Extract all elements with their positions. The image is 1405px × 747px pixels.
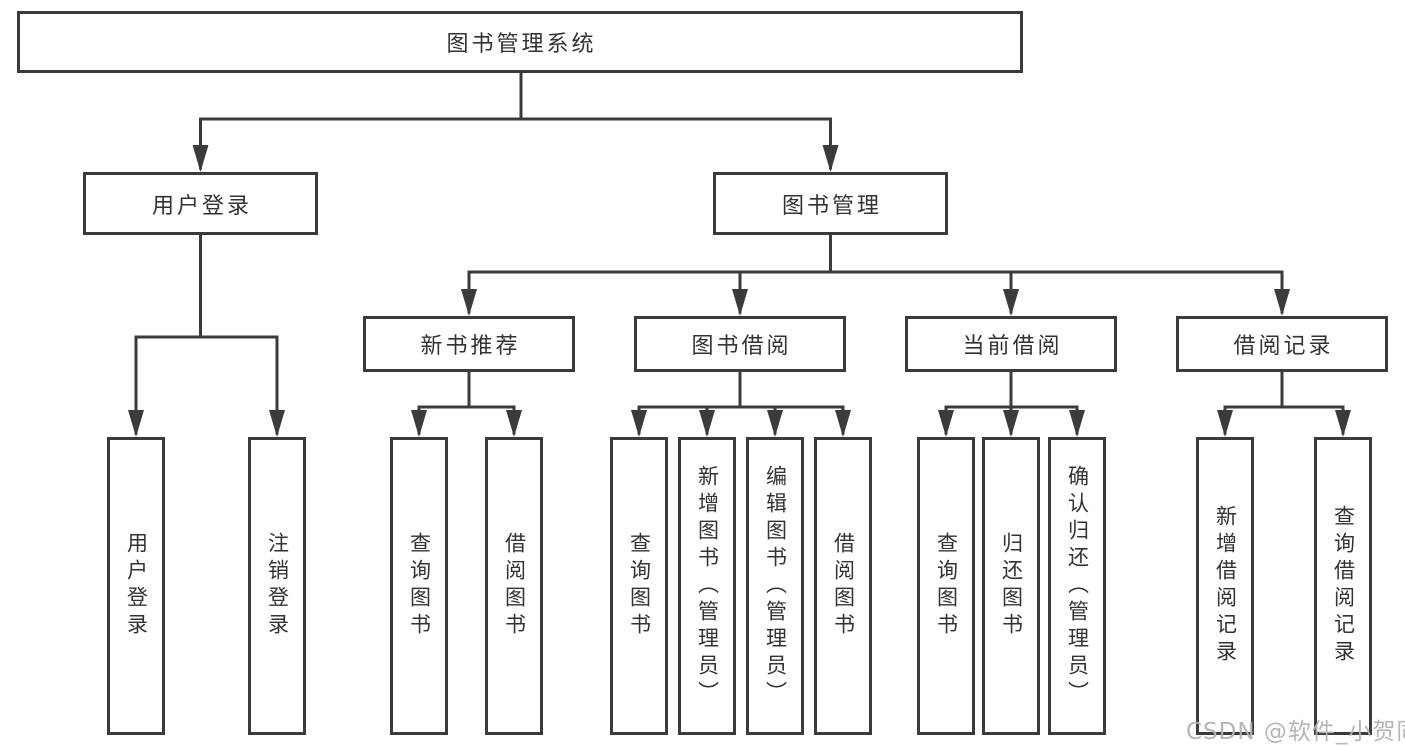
leaf-query-books-1-label: 查询图书 [407,532,432,640]
leaf-borrow-books-1: 借阅图书 [485,437,543,735]
leaf-user-login-label: 用户登录 [124,532,149,640]
node-current-borrowing: 当前借阅 [905,316,1117,372]
leaf-query-books-3: 查询图书 [917,437,975,735]
node-book-management: 图书管理 [713,172,948,235]
node-root-label: 图书管理系统 [446,32,597,57]
node-new-book-recommend-label: 新书推荐 [420,334,521,359]
leaf-borrow-books-2: 借阅图书 [814,437,872,735]
node-user-login-branch-label: 用户登录 [151,193,252,219]
node-new-book-recommend: 新书推荐 [363,316,575,372]
node-book-borrowing-label: 图书借阅 [691,334,792,359]
leaf-query-books-3-label: 查询图书 [934,532,959,640]
leaf-logout: 注销登录 [248,437,306,735]
node-current-borrowing-label: 当前借阅 [962,334,1063,359]
leaf-query-borrow-record: 查询借阅记录 [1314,437,1372,735]
leaf-confirm-return-admin-label: 确认归还（管理员） [1065,464,1090,708]
leaf-return-books-label: 归还图书 [999,532,1024,640]
leaf-return-books: 归还图书 [982,437,1040,735]
leaf-edit-books-admin: 编辑图书（管理员） [746,437,804,735]
node-borrowing-records-label: 借阅记录 [1233,334,1334,359]
node-user-login-branch: 用户登录 [83,172,318,235]
node-root: 图书管理系统 [17,11,1023,73]
node-book-management-label: 图书管理 [781,193,882,219]
leaf-confirm-return-admin: 确认归还（管理员） [1048,437,1106,735]
leaf-add-borrow-record: 新增借阅记录 [1196,437,1254,735]
leaf-borrow-books-1-label: 借阅图书 [502,532,527,640]
arrowhead-icons [128,145,1351,437]
watermark: CSDN @软件_小贺同学 [1186,719,1405,745]
node-book-borrowing: 图书借阅 [634,316,846,372]
leaf-add-books-admin-label: 新增图书（管理员） [695,464,720,708]
leaf-edit-books-admin-label: 编辑图书（管理员） [763,464,788,708]
leaf-logout-label: 注销登录 [265,532,290,640]
leaf-add-borrow-record-label: 新增借阅记录 [1213,505,1238,667]
leaf-user-login: 用户登录 [107,437,165,735]
leaf-query-books-1: 查询图书 [390,437,448,735]
leaf-query-books-2: 查询图书 [610,437,668,735]
leaf-query-books-2-label: 查询图书 [627,532,652,640]
leaf-query-borrow-record-label: 查询借阅记录 [1331,505,1356,667]
node-borrowing-records: 借阅记录 [1176,316,1388,372]
leaf-borrow-books-2-label: 借阅图书 [831,532,856,640]
leaf-add-books-admin: 新增图书（管理员） [678,437,736,735]
